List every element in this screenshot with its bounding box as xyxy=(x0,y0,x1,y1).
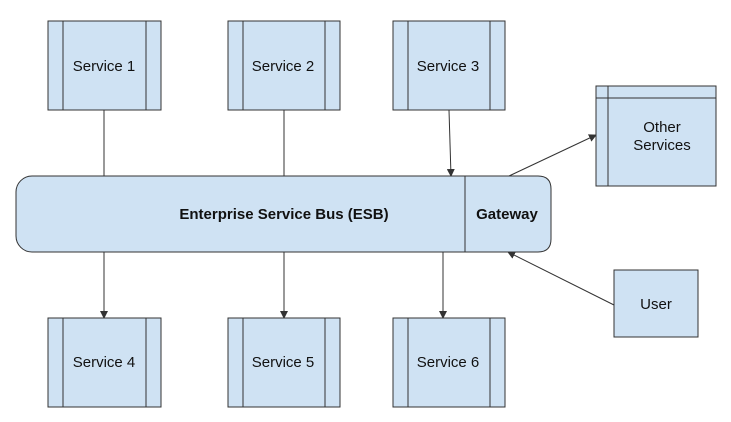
service-1-box: Service 1 xyxy=(47,20,162,111)
service-2-label: Service 2 xyxy=(252,58,315,75)
service-1-label: Service 1 xyxy=(73,58,136,75)
service-5-label: Service 5 xyxy=(252,354,315,371)
connector-service-3-esb xyxy=(446,109,455,177)
other-services-label-line1: Other xyxy=(643,119,681,136)
connector-gateway-other-services xyxy=(508,134,597,177)
other-services-box: Other Services xyxy=(595,85,717,187)
service-2-box: Service 2 xyxy=(227,20,341,111)
user-box: User xyxy=(613,269,699,338)
esb-label: Enterprise Service Bus (ESB) xyxy=(179,206,388,223)
service-6-box: Service 6 xyxy=(392,317,506,408)
service-4-label: Service 4 xyxy=(73,354,136,371)
service-3-label: Service 3 xyxy=(417,58,480,75)
service-6-label: Service 6 xyxy=(417,354,480,371)
connector-user-gateway xyxy=(507,251,615,306)
service-3-box: Service 3 xyxy=(392,20,506,111)
gateway-box: Gateway xyxy=(464,175,552,253)
gateway-label: Gateway xyxy=(476,206,538,223)
service-4-box: Service 4 xyxy=(47,317,162,408)
other-services-label-line2: Services xyxy=(633,137,691,154)
service-5-box: Service 5 xyxy=(227,317,341,408)
user-label: User xyxy=(640,296,672,313)
